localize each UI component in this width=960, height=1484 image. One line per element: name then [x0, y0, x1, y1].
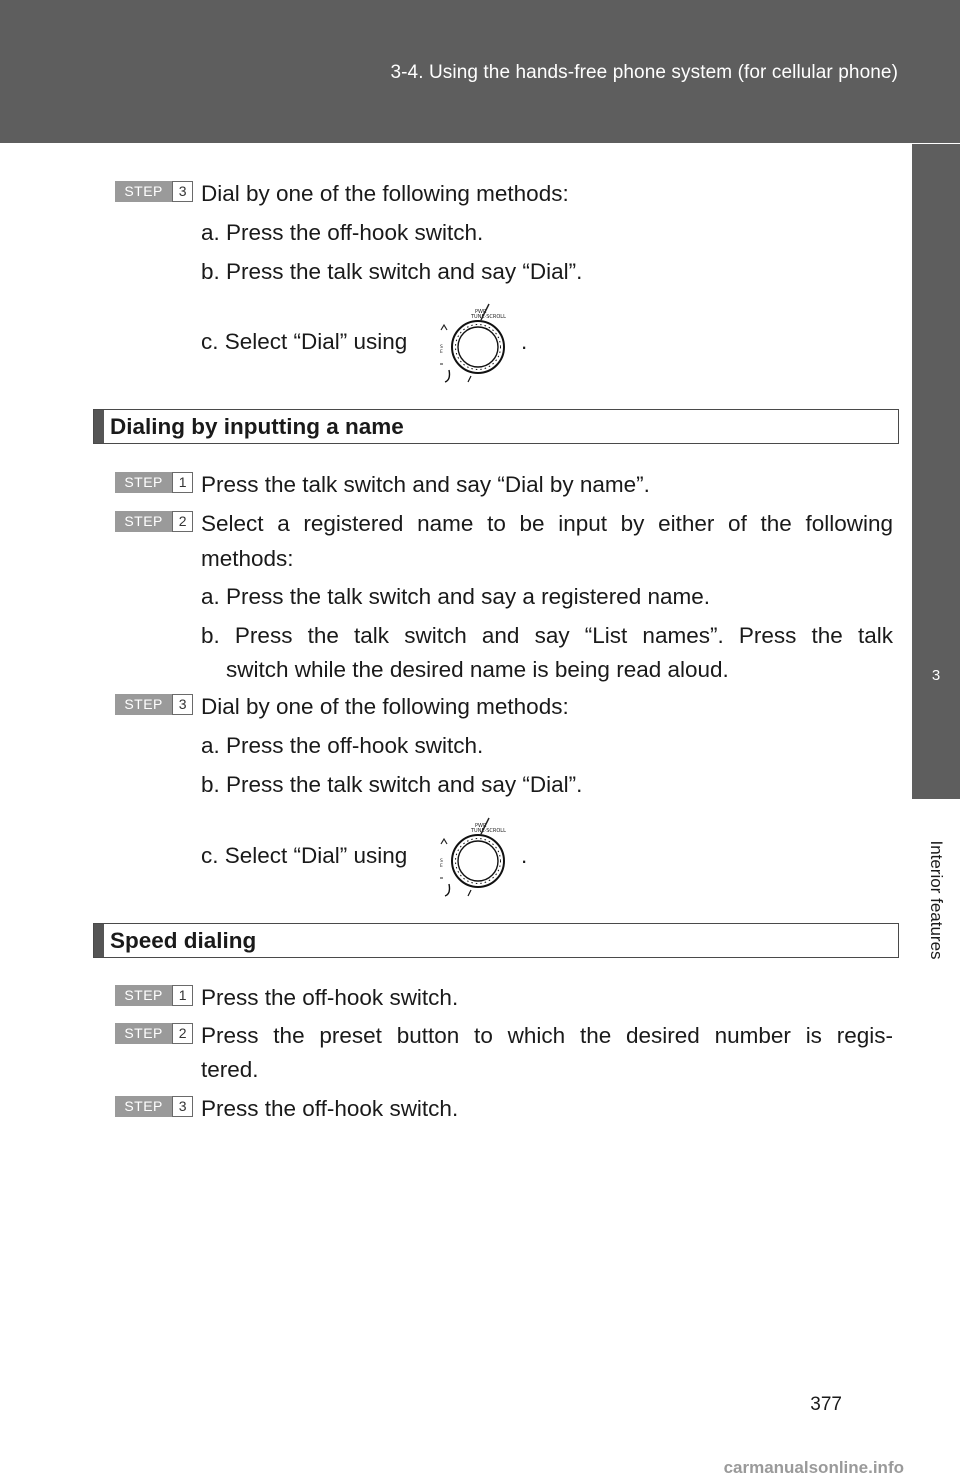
step-badge-word: STEP	[115, 1023, 173, 1044]
step-badge: STEP 1	[115, 472, 193, 493]
side-tab-number-block: 3	[912, 549, 960, 799]
step-badge: STEP 3	[115, 1096, 193, 1117]
svg-text:PWR: PWR	[475, 309, 487, 315]
chapter-title: 3-4. Using the hands-free phone system (…	[390, 62, 898, 83]
section-accent	[94, 924, 104, 957]
step-badge: STEP 1	[115, 985, 193, 1006]
svg-text:E: E	[440, 863, 443, 869]
svg-text:E: E	[440, 349, 443, 355]
svg-text:S: S	[440, 344, 443, 350]
step-badge-number: 3	[172, 1096, 193, 1117]
tune-scroll-knob-icon: PWR TUNE·SCROLL S E	[437, 300, 519, 384]
step-badge-number: 2	[172, 511, 193, 532]
step-badge-number: 3	[172, 694, 193, 715]
method-b-line1: b. Press the talk switch and say “List n…	[201, 623, 893, 648]
step-badge-number: 3	[172, 181, 193, 202]
section-accent	[94, 410, 104, 443]
step-badge: STEP 2	[115, 1023, 193, 1044]
method-c: c. Select “Dial” using	[201, 325, 407, 359]
side-tab-bar	[912, 144, 960, 549]
svg-text:S: S	[440, 858, 443, 864]
method-a: a. Press the off-hook switch.	[201, 733, 484, 758]
step-badge-word: STEP	[115, 181, 173, 202]
method-c: c. Select “Dial” using	[201, 839, 407, 873]
step-text: Press the off-hook switch.	[201, 1096, 459, 1121]
method-c-end: .	[521, 843, 528, 868]
method-b-line2: switch while the desired name is being r…	[226, 657, 729, 682]
step-text-line1: Select a registered name to be input by …	[201, 511, 893, 536]
method-c-text: c. Select “Dial” using	[201, 329, 408, 354]
step-badge-number: 2	[172, 1023, 193, 1044]
watermark: carmanualsonline.info	[723, 1458, 904, 1477]
step-badge: STEP 3	[115, 181, 193, 202]
step-badge: STEP 3	[115, 694, 193, 715]
step-text: Dial by one of the following methods:	[201, 694, 569, 719]
step-text-line2: tered.	[201, 1057, 259, 1082]
page-content: STEP 3 Dial by one of the following meth…	[93, 181, 904, 1477]
method-b: b. Press the talk switch and say “Dial”.	[201, 259, 583, 284]
page-number: 377	[810, 1394, 842, 1415]
method-b: b. Press the talk switch and say “Dial”.	[201, 772, 583, 797]
svg-text:TUNE·SCROLL: TUNE·SCROLL	[470, 314, 506, 320]
step-text-line1: Press the preset button to which the des…	[201, 1023, 893, 1048]
step-badge-word: STEP	[115, 472, 173, 493]
step-text: Press the talk switch and say “Dial by n…	[201, 472, 650, 497]
section-heading: Dialing by inputting a name	[93, 409, 899, 444]
method-a: a. Press the talk switch and say a regis…	[201, 584, 710, 609]
page-header: 3-4. Using the hands-free phone system (…	[0, 0, 960, 143]
chapter-label: Interior features	[927, 840, 946, 960]
chapter-number: 3	[931, 667, 941, 684]
step-text-line2: methods:	[201, 546, 294, 571]
step-badge-number: 1	[172, 985, 193, 1006]
method-a: a. Press the off-hook switch.	[201, 220, 484, 245]
svg-text:PWR: PWR	[475, 823, 487, 829]
step-badge-word: STEP	[115, 1096, 173, 1117]
step-badge-word: STEP	[115, 985, 173, 1006]
method-c-end: .	[521, 329, 528, 354]
step-text: Press the off-hook switch.	[201, 985, 459, 1010]
section-title: Speed dialing	[110, 928, 257, 953]
section-title: Dialing by inputting a name	[110, 414, 404, 439]
step-badge-word: STEP	[115, 511, 173, 532]
step-badge-number: 1	[172, 472, 193, 493]
tune-scroll-knob-icon: PWR TUNE·SCROLL S E	[437, 814, 519, 898]
step-badge: STEP 2	[115, 511, 193, 532]
section-heading: Speed dialing	[93, 923, 899, 958]
chapter-side-tab: 3 Interior features	[912, 144, 960, 1344]
svg-text:TUNE·SCROLL: TUNE·SCROLL	[470, 828, 506, 834]
step-text: Dial by one of the following methods:	[201, 181, 569, 206]
step-badge-word: STEP	[115, 694, 173, 715]
method-c-text: c. Select “Dial” using	[201, 843, 408, 868]
